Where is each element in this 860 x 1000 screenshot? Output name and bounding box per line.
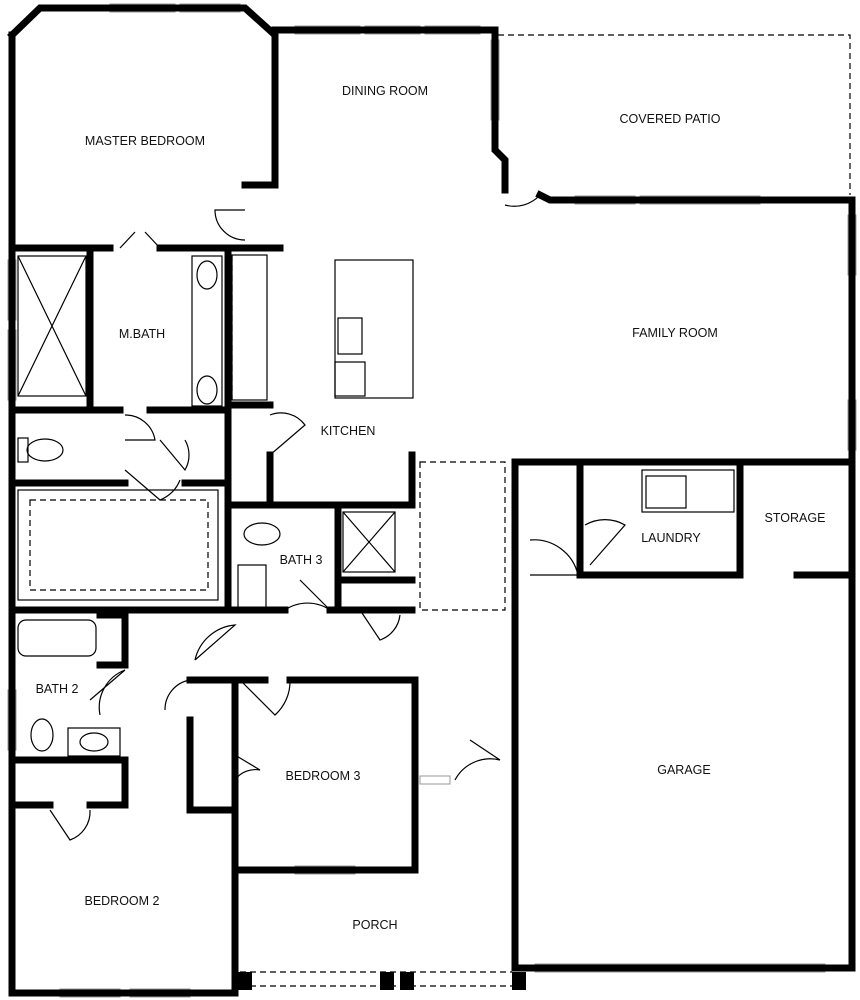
- door-swing: [49, 809, 91, 841]
- door-swing: [529, 539, 579, 576]
- room-label-bath-3: BATH 3: [280, 553, 323, 567]
- fixtures: [17, 254, 735, 757]
- toilet-icon: [30, 718, 54, 752]
- door-swing: [239, 679, 291, 716]
- porch-post: [512, 972, 526, 990]
- dashed-outline: [498, 34, 851, 195]
- door-swing: [89, 669, 126, 716]
- wall: [535, 190, 856, 464]
- toilet-icon: [26, 438, 64, 462]
- room-label-bedroom-3: BEDROOM 3: [285, 769, 360, 783]
- porch-post: [380, 972, 394, 990]
- door-swing: [284, 579, 331, 611]
- room-label-covered-patio: COVERED PATIO: [620, 112, 721, 126]
- kitchen-island: [334, 259, 414, 399]
- door-swing: [124, 469, 181, 501]
- bathtub: [17, 489, 219, 601]
- wall: [7, 4, 279, 189]
- bath2-vanity: [67, 727, 121, 757]
- dishwasher: [334, 361, 366, 397]
- bath3-vanity: [237, 564, 267, 610]
- door-swing: [124, 414, 156, 441]
- wall: [511, 458, 856, 972]
- tub-inner: [29, 499, 209, 591]
- door-swing: [194, 624, 237, 661]
- sink-icon: [79, 732, 109, 752]
- bath3-shower: [342, 511, 396, 573]
- porch-post: [400, 972, 414, 990]
- porch-post: [238, 972, 252, 990]
- room-label-porch: PORCH: [352, 918, 397, 932]
- room-label-bath-2: BATH 2: [36, 682, 79, 696]
- room-label-dining-room: DINING ROOM: [342, 84, 428, 98]
- wall: [8, 31, 239, 997]
- door-swing: [164, 679, 191, 711]
- washer-icon: [645, 475, 687, 509]
- room-label-kitchen: KITCHEN: [321, 424, 376, 438]
- room-label-m-bath: M.BATH: [119, 327, 165, 341]
- room-label-family-room: FAMILY ROOM: [632, 326, 718, 340]
- room-label-storage: STORAGE: [765, 511, 826, 525]
- shower-drain: [17, 255, 87, 397]
- toilet-icon: [243, 522, 281, 546]
- door-swing: [214, 209, 246, 241]
- sink-icon: [196, 260, 218, 290]
- wall: [231, 676, 419, 874]
- wall: [271, 26, 509, 194]
- door-swing: [234, 754, 261, 781]
- room-label-bedroom-2: BEDROOM 2: [84, 894, 159, 908]
- door-swing: [269, 412, 306, 456]
- dashed-outline: [419, 461, 506, 611]
- wall: [576, 458, 744, 579]
- wall: [186, 716, 239, 814]
- window: [419, 775, 451, 785]
- dashed-outlines: [231, 34, 851, 987]
- wall: [86, 756, 129, 809]
- wall: [96, 611, 129, 669]
- shower: [17, 255, 87, 397]
- door-swing: [454, 739, 501, 781]
- toilet-tank: [17, 437, 29, 463]
- sink-icon: [196, 375, 218, 405]
- room-label-laundry: LAUNDRY: [641, 531, 701, 545]
- range-counter: [231, 254, 268, 401]
- bath3-shower-drain: [342, 511, 396, 573]
- door-swing: [359, 609, 401, 641]
- walls: [7, 4, 856, 997]
- door-swing: [119, 231, 161, 249]
- kitchen-sink-icon: [337, 317, 363, 355]
- door-swing: [504, 194, 541, 207]
- washer-dryer: [641, 469, 735, 513]
- room-label-master-bedroom: MASTER BEDROOM: [85, 134, 205, 148]
- room-label-garage: GARAGE: [657, 763, 711, 777]
- door-swings: [49, 194, 626, 841]
- door-swing: [159, 439, 190, 472]
- vanity: [191, 255, 223, 407]
- bath2-tub: [17, 619, 97, 657]
- door-swing: [584, 519, 626, 566]
